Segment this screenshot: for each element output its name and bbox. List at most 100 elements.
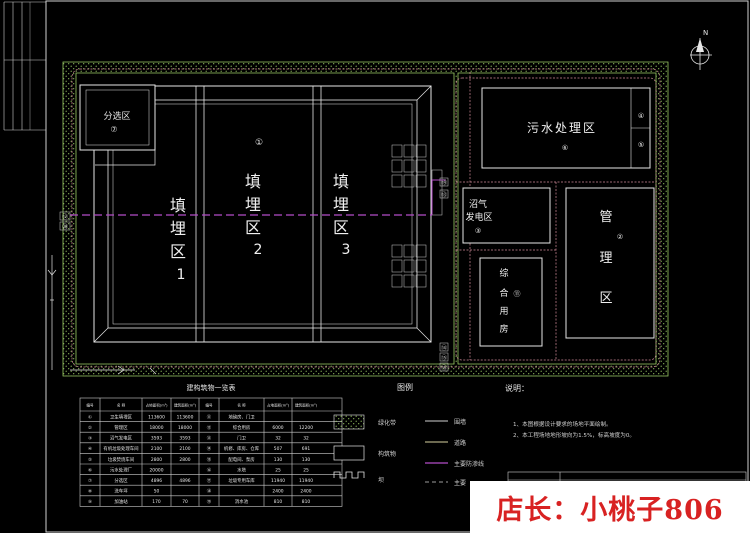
fill1-char-3: 区 <box>170 242 186 261</box>
table-cell: 水塔 <box>237 466 246 473</box>
biogas-area-num: ③ <box>475 227 481 235</box>
notes-title: 说明： <box>505 383 529 393</box>
boundary-mark-15: ⑮ <box>441 354 447 362</box>
table-cell: 11940 <box>299 478 313 484</box>
mgmt-char-3: 区 <box>599 291 612 306</box>
table-header-cell: 编号 <box>86 403 94 408</box>
table-cell: ⑱ <box>207 488 212 495</box>
management-area-box <box>565 187 655 339</box>
mgmt-char-2: 理 <box>599 251 612 266</box>
table-cell: 2800 <box>151 457 162 463</box>
table-cell: 32 <box>303 436 309 442</box>
table-cell: 垃圾焚烧车间 <box>108 456 134 463</box>
legend-swatch-structure <box>333 445 365 461</box>
table-header-cell: 名 称 <box>117 403 126 408</box>
table-cell: 6000 <box>272 425 283 431</box>
table-cell: 门卫 <box>237 435 246 442</box>
table-header-cell: 建筑面积(m²) <box>174 403 197 408</box>
north-label: N <box>703 29 708 37</box>
table-cell: 130 <box>302 457 311 463</box>
fill3-char-1: 填 <box>333 172 349 191</box>
boundary-markers <box>59 177 449 372</box>
table-cell: ④ <box>88 446 92 452</box>
note-1: 1、本图根据设计要求的场地平面绘制。 <box>513 420 612 428</box>
table-cell: 70 <box>182 499 188 505</box>
legend-label-structure: 构筑物 <box>378 450 396 458</box>
biogas-area-line2: 发电区 <box>465 211 492 223</box>
biogas-area-line1: 沼气 <box>469 198 487 210</box>
fill1-char-2: 埋 <box>170 219 186 238</box>
landfill-num: ① <box>255 138 263 148</box>
complex-building-box <box>479 257 543 347</box>
fill2-char-4: 2 <box>254 242 263 258</box>
watermark-text: 店长：小桃子806 <box>496 494 724 526</box>
table-cell: 2100 <box>151 446 162 452</box>
legend-label-seepage: 主要防渗线 <box>454 460 484 468</box>
anti-seepage-line <box>70 179 446 216</box>
legend-label-road: 道路 <box>454 439 466 447</box>
table-cell: 810 <box>302 499 311 505</box>
north-arrow <box>690 38 712 70</box>
drawing-frame <box>3 0 749 533</box>
table-cell: 卫生填埋区 <box>110 413 133 420</box>
structure-table: 建构筑物一览表 编号名 称占地面积(m²)建筑面积(m²)编号名 称占地面积(m… <box>79 383 343 507</box>
table-cell: 32 <box>275 436 281 442</box>
table-cell: ⑧ <box>88 489 92 495</box>
fill1-char-1: 填 <box>170 196 186 215</box>
sorting-area <box>79 84 156 166</box>
sewage-area-label: 污水处理区 <box>527 121 597 135</box>
sewage-side-num-2: ⑤ <box>638 141 644 149</box>
buildings <box>462 87 655 347</box>
table-cell: 综合用房 <box>233 424 251 431</box>
sorting-area-num: ⑦ <box>110 125 117 134</box>
table-cell: 18000 <box>150 425 164 431</box>
notes: 说明： 1、本图根据设计要求的场地平面绘制。 2、本工程场地地形坡向为1.5%，… <box>505 383 635 439</box>
table-cell: 加油站 <box>114 498 128 505</box>
landfill-cell <box>93 85 432 343</box>
pump-structures <box>391 144 443 288</box>
table-header-cell: 编号 <box>205 403 213 408</box>
table-cell: 2800 <box>179 457 190 463</box>
shop-watermark: 店长：小桃子806 <box>470 481 750 533</box>
legend-label-dam: 坝 <box>378 476 384 484</box>
fill2-char-1: 填 <box>245 172 261 191</box>
table-cell: 3593 <box>151 436 162 442</box>
legend-swatch-green <box>333 414 365 430</box>
legend-swatch-dam <box>333 471 365 479</box>
note-2: 2、本工程场地地形坡向为1.5%，标高坡度为0。 <box>513 431 635 439</box>
table-cell: ⑤ <box>88 457 92 463</box>
table-cell: 11940 <box>271 478 285 484</box>
boundary-mark-20: ⑳ <box>62 223 68 231</box>
green-belt <box>62 61 669 377</box>
table-cell: 污水处理厂 <box>110 466 133 473</box>
table-cell: 113600 <box>177 414 194 420</box>
boundary-mark-13: ⑬ <box>441 191 447 199</box>
sorting-area-label: 分选区 <box>103 110 130 122</box>
table-cell: ③ <box>88 436 92 442</box>
table-cell: 18000 <box>178 425 192 431</box>
mgmt-char-1: 管 <box>599 210 612 225</box>
legend: 图例 绿化带 构筑物 坝 围墙 道路 主要防渗线 主要 <box>333 382 484 487</box>
table-cell: ⑭ <box>207 445 212 452</box>
fill3-char-3: 区 <box>333 218 349 237</box>
table-cell: ⑬ <box>207 435 212 442</box>
fill2-char-3: 区 <box>245 218 261 237</box>
complex-char-2: 合 <box>499 287 508 299</box>
table-cell: 4896 <box>151 478 162 484</box>
complex-char-1: 综 <box>499 267 508 279</box>
table-cell: 管理区 <box>114 424 128 431</box>
table-cell: ⑫ <box>207 424 212 431</box>
complex-char-3: 用 <box>499 306 508 317</box>
table-cell: 配电间、泵房 <box>228 456 255 463</box>
table-cell: 691 <box>302 446 311 452</box>
table-cell: 有机垃圾处理车间 <box>103 445 138 452</box>
table-cell: 507 <box>274 446 283 452</box>
table-cell: 沼气发电区 <box>110 435 133 442</box>
table-header-cell: 占地面积(m²) <box>145 403 168 408</box>
table-cell: 2100 <box>179 446 190 452</box>
legend-label-wall: 围墙 <box>454 418 466 426</box>
table-cell: 4896 <box>179 478 190 484</box>
table-cell: ⑪ <box>207 413 212 420</box>
table-cell: 分选区 <box>114 477 128 484</box>
